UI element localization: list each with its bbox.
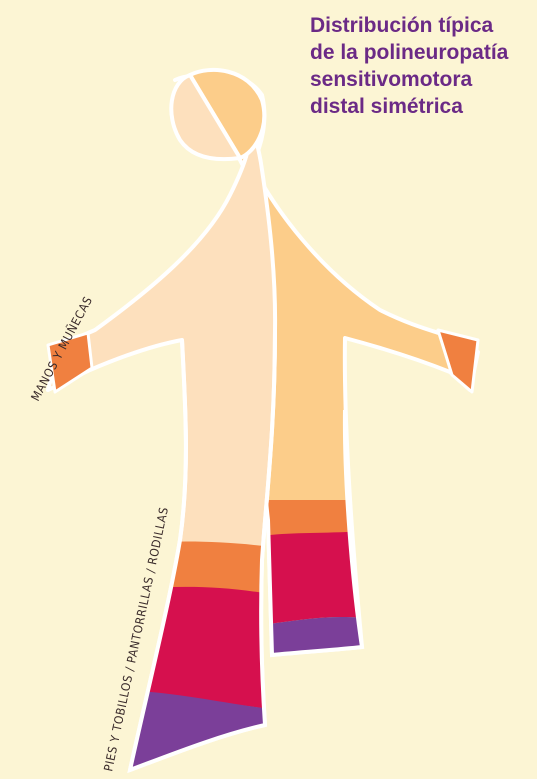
head <box>171 70 264 159</box>
title-line-3: sensitivomotora <box>310 66 532 93</box>
title-line-2: de la polineuropatía <box>310 39 532 66</box>
title-line-4: distal simétrica <box>310 93 532 120</box>
diagram-title: Distribución típica de la polineuropatía… <box>310 12 532 120</box>
title-line-1: Distribución típica <box>310 12 532 39</box>
front-figure <box>48 76 280 779</box>
